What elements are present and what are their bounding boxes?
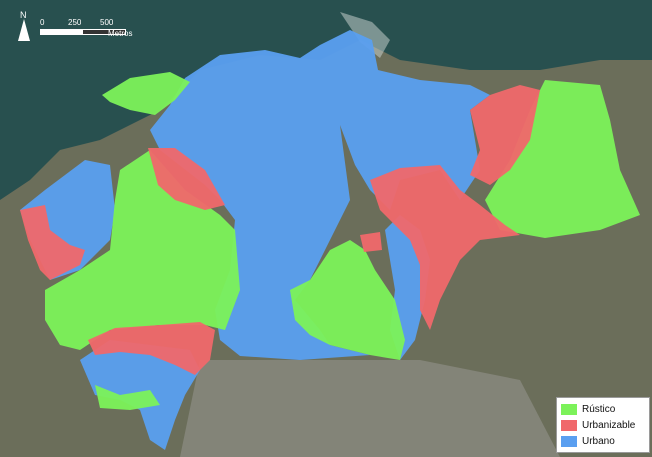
legend-label-urbanizable: Urbanizable [582, 419, 636, 431]
city-south [180, 360, 560, 457]
zone-urbanizable-northeast [470, 85, 540, 185]
coastal-surf [340, 12, 390, 58]
zone-urbanizable-north [148, 148, 225, 210]
zone-rustico-port [102, 72, 190, 115]
scale-tick-500: 500 [100, 18, 114, 27]
zone-rustico-south [95, 385, 160, 410]
legend-item-urbano: Urbano [561, 433, 645, 449]
scale-bar-graphic [40, 29, 126, 35]
scale-bar: N 0 250 500 Metros [16, 8, 146, 44]
zone-urbanizable-southwest [88, 322, 215, 375]
scale-unit: Metros [108, 29, 133, 38]
zone-rustico-east [485, 80, 640, 238]
legend-swatch-urbano [561, 435, 577, 447]
scale-tick-250: 250 [68, 18, 82, 27]
map-legend: Rústico Urbanizable Urbano [556, 397, 650, 453]
legend-item-urbanizable: Urbanizable [561, 417, 645, 433]
zone-urbanizable-center [370, 165, 520, 330]
legend-label-urbano: Urbano [582, 435, 615, 447]
legend-swatch-urbanizable [561, 419, 577, 431]
legend-swatch-rustico [561, 403, 577, 415]
zone-urbanizable-small [360, 232, 382, 252]
zone-rustico-center [290, 240, 405, 360]
legend-item-rustico: Rústico [561, 401, 645, 417]
legend-label-rustico: Rústico [582, 403, 616, 415]
north-label: N [20, 10, 27, 20]
north-arrow-icon [18, 19, 30, 41]
scale-tick-0: 0 [40, 18, 45, 27]
zone-urbanizable-west [20, 205, 85, 280]
